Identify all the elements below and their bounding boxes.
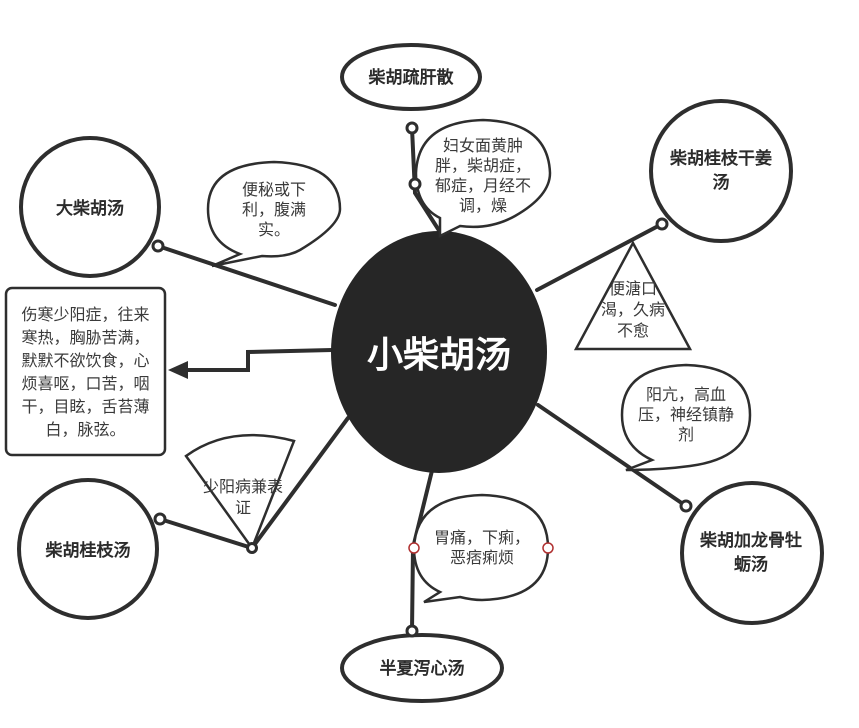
shugan-note: 妇女面黄肿胖，柴胡症，郁症，月经不调，燥 [434,136,531,215]
arrow-head-icon [168,361,188,379]
da-chaihu-note: 便秘或下利，腹满实。 [241,180,306,239]
label-banxia-xiexin: 半夏泻心汤 [379,659,465,679]
connector-da-chaihu [156,244,337,307]
center-node[interactable] [331,231,547,473]
main-indication-text: 伤寒少阳症，往来寒热，胸胁苦满，默默不欲饮食，心烦喜呕，口苦，咽干，目眩，舌苔薄… [21,304,150,439]
main-indication-box[interactable] [4,286,167,457]
connector-ganjiang [535,222,664,292]
handle-guizhi-icon[interactable] [153,512,167,526]
handle-xiexin-icon[interactable] [405,624,419,638]
handle-sector-icon[interactable] [246,542,258,554]
bubble-shugan[interactable] [414,118,552,239]
bubble-xiexin[interactable] [412,493,550,604]
handle-da-chaihu-icon[interactable] [151,239,165,253]
connector-main-indication [183,348,334,372]
selection-handle-right-icon[interactable] [542,542,554,554]
bubble-longgu[interactable] [620,363,752,472]
label-chaihu-shugan: 柴胡疏肝散 [368,68,454,88]
xiexin-note: 胃痛，下痢，恶痞痢烦 [434,528,531,567]
handle-shugan-icon[interactable] [405,121,419,135]
node-da-chaihu[interactable] [19,136,161,278]
node-chaihu-longgu-muli[interactable] [680,481,824,625]
node-chaihu-guizhi-ganjiang[interactable] [649,99,793,243]
label-chaihu-guizhi-ganjiang: 柴胡桂枝干姜汤 [670,149,772,193]
ganjiang-note: 便溏口渴，久病不愈 [600,278,665,340]
handle-shugan-bend-icon[interactable] [408,177,422,191]
selection-handle-left-icon[interactable] [408,542,420,554]
handle-longgu-icon[interactable] [679,499,693,513]
node-chaihu-guizhi[interactable] [17,478,159,620]
node-banxia-xiexin[interactable] [340,633,504,703]
triangle-ganjiang[interactable] [573,240,693,351]
handle-ganjiang-icon[interactable] [655,217,669,231]
center-label: 小柴胡汤 [366,335,511,376]
label-da-chaihu: 大柴胡汤 [56,199,124,219]
connector-shugan [410,126,442,234]
node-chaihu-shugan[interactable] [340,43,482,111]
label-chaihu-longgu-muli: 柴胡加龙骨牡蛎汤 [700,531,802,575]
label-chaihu-guizhi: 柴胡桂枝汤 [45,541,131,561]
longgu-note: 阳亢，高血压，神经镇静剂 [637,385,734,444]
guizhi-note: 少阳病兼表证 [202,477,283,517]
connector-longgu [536,403,688,508]
sector-guizhi[interactable] [184,433,296,551]
bubble-da-chaihu[interactable] [206,160,342,268]
